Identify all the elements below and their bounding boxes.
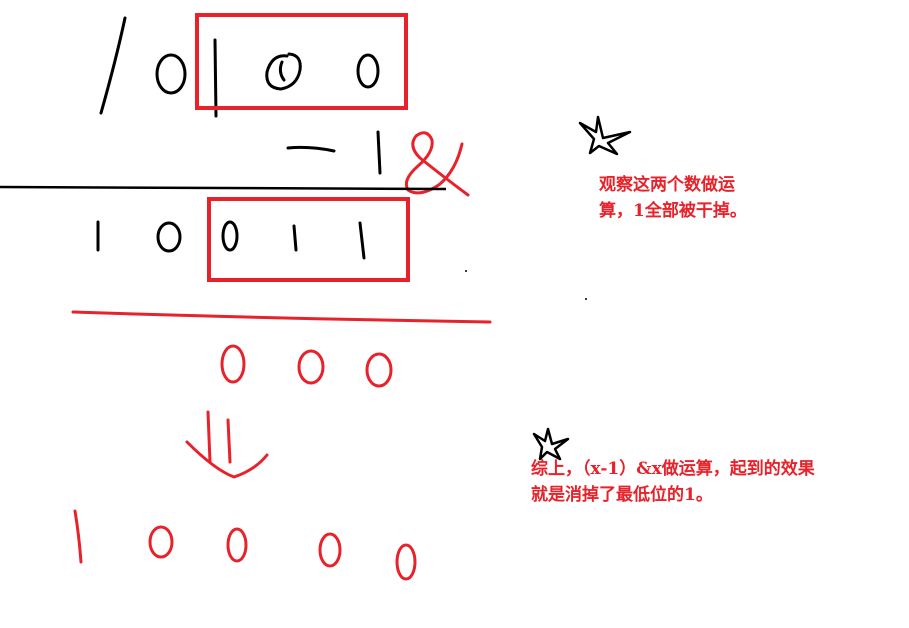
digit-0 bbox=[220, 344, 246, 384]
minus-one bbox=[286, 130, 382, 175]
minus-sign bbox=[286, 145, 336, 153]
stray-dot bbox=[465, 270, 467, 272]
digit-0 bbox=[356, 53, 380, 89]
digit-0 bbox=[318, 532, 342, 568]
star-icon bbox=[578, 115, 632, 156]
middle-number bbox=[96, 220, 366, 260]
separator-line bbox=[0, 185, 447, 191]
top-number bbox=[99, 16, 380, 118]
digit-0 bbox=[221, 220, 239, 252]
final-number bbox=[73, 509, 417, 581]
digit-1 bbox=[99, 16, 127, 115]
digit-0 bbox=[395, 543, 417, 581]
divider-stroke bbox=[213, 38, 218, 118]
digit-0 bbox=[365, 352, 393, 388]
digit-1 bbox=[73, 509, 83, 564]
digit-1 bbox=[292, 224, 298, 252]
digit-0 bbox=[148, 525, 174, 559]
digit-1 bbox=[358, 221, 366, 260]
digit-0 bbox=[155, 53, 187, 95]
ampersand-sign bbox=[404, 131, 470, 197]
summary-note-line2: 就是消掉了最低位的1。 bbox=[531, 485, 713, 505]
stray-dot bbox=[585, 298, 587, 300]
observe-note-line1: 观察这两个数做运 bbox=[599, 175, 735, 195]
highlight-box-top bbox=[195, 13, 408, 110]
result-line bbox=[71, 310, 492, 324]
summary-note-line1: 综上，（x-1）&x做运算，起到的效果 bbox=[531, 459, 815, 479]
digit-0 bbox=[156, 221, 182, 253]
digit-0 bbox=[297, 349, 325, 385]
observe-note-line2: 算，1全部被干掉。 bbox=[599, 201, 747, 221]
highlight-box-middle bbox=[207, 197, 410, 282]
and-result bbox=[220, 344, 393, 388]
digit-0 bbox=[265, 52, 302, 91]
star-icon bbox=[532, 427, 570, 461]
down-arrow-icon bbox=[185, 410, 269, 479]
digit-0 bbox=[226, 527, 248, 563]
digit-1 bbox=[376, 130, 382, 175]
